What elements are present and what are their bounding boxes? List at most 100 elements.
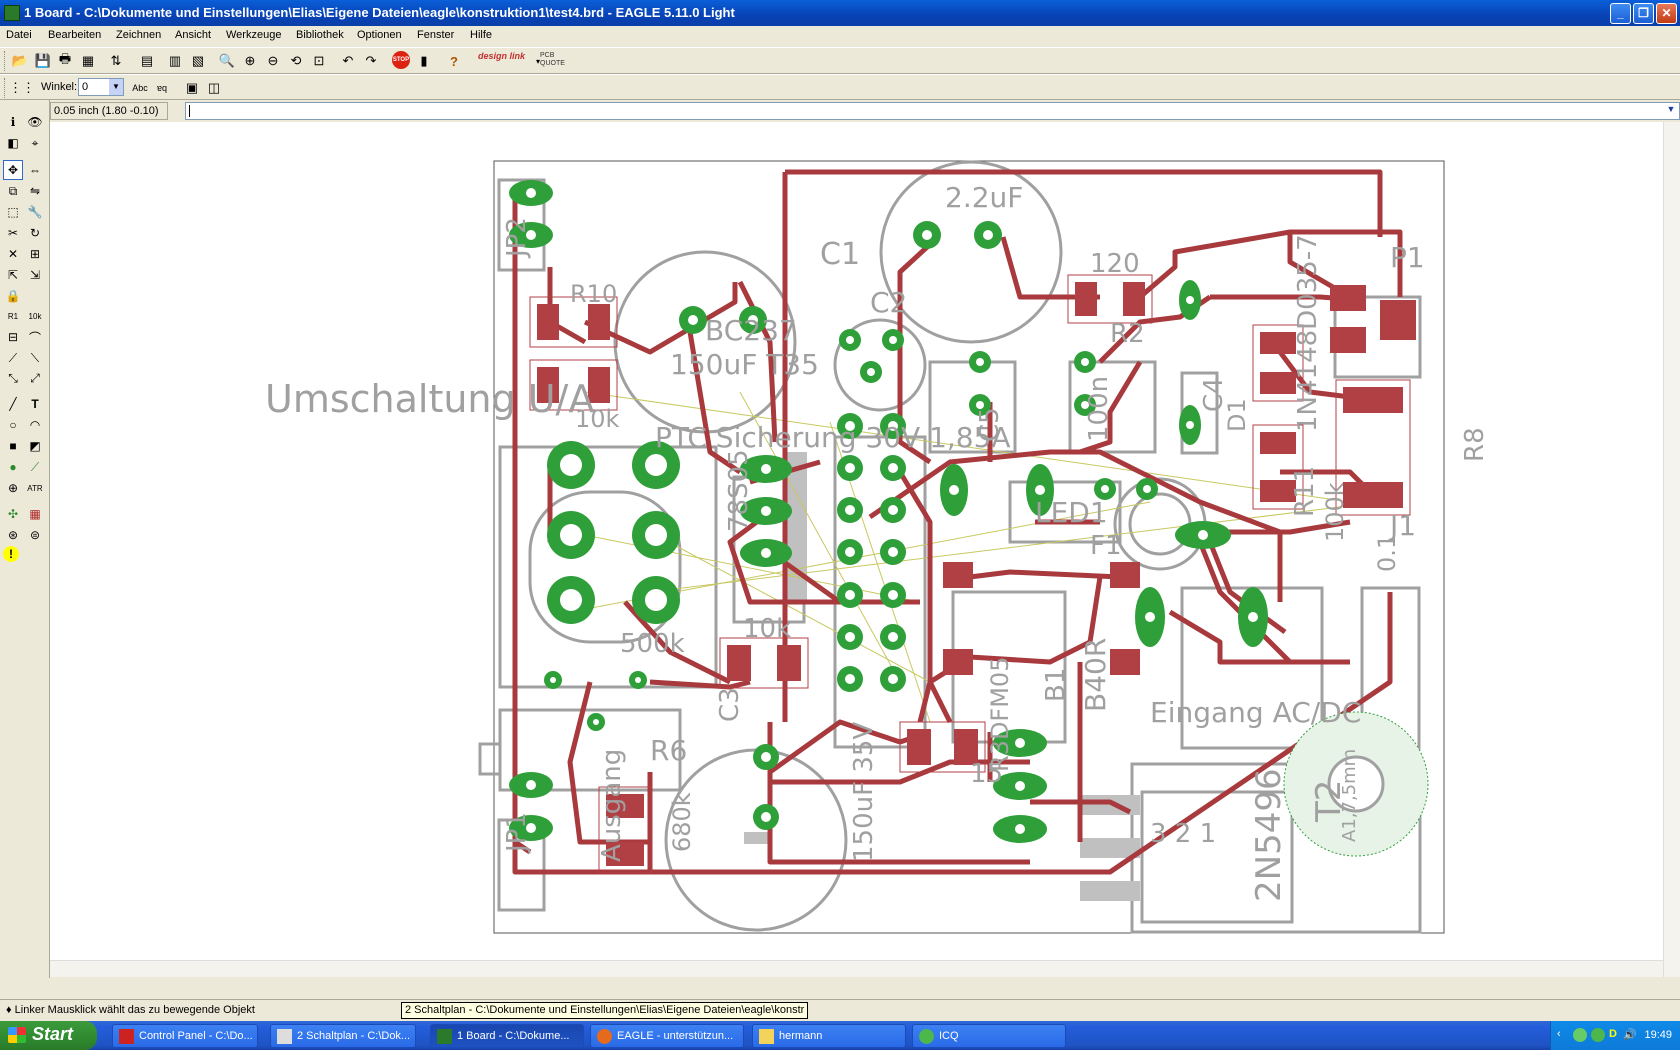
start-button[interactable]: Start bbox=[0, 1021, 97, 1050]
cam-icon[interactable]: ▦ bbox=[81, 53, 95, 68]
hole-icon[interactable]: ⊕ bbox=[7, 481, 19, 495]
route-icon[interactable]: ⟍ bbox=[30, 350, 40, 365]
menu-hilfe[interactable]: Hilfe bbox=[470, 29, 493, 41]
menu-optionen[interactable]: Optionen bbox=[357, 29, 402, 41]
group-icon[interactable]: ⬚ bbox=[7, 205, 19, 219]
maximize-button[interactable]: ❐ bbox=[1633, 3, 1654, 24]
info-icon[interactable]: ℹ bbox=[10, 115, 16, 129]
grid-icon[interactable]: ⋮⋮ bbox=[9, 80, 35, 95]
close-button[interactable]: ✕ bbox=[1656, 3, 1677, 24]
copy-icon[interactable]: ⧉ bbox=[8, 183, 18, 198]
line-icon[interactable]: ╱ bbox=[9, 397, 17, 411]
tray-icq-icon[interactable] bbox=[1591, 1028, 1605, 1042]
warning-icon[interactable]: ! bbox=[3, 546, 19, 562]
library-icon[interactable]: ▤ bbox=[140, 53, 154, 68]
lock-icon[interactable]: 🔒 bbox=[5, 289, 21, 303]
tray-expand-icon[interactable]: ‹ bbox=[1557, 1028, 1561, 1040]
display-layers-icon[interactable]: ◧ bbox=[7, 136, 19, 150]
task-firefox[interactable]: EAGLE - unterstützun... bbox=[590, 1024, 744, 1048]
board-canvas[interactable]: Umschaltung U/A C1 150uF T35 BC237 C2 2.… bbox=[50, 122, 1680, 977]
minimize-button[interactable]: _ bbox=[1610, 3, 1631, 24]
optimize-icon[interactable]: ⇲ bbox=[29, 268, 41, 282]
split-icon[interactable]: ⇱ bbox=[7, 268, 19, 282]
redraw-icon[interactable]: ⟲ bbox=[290, 53, 302, 68]
tray-d-icon[interactable]: D bbox=[1609, 1028, 1617, 1040]
board-drawing[interactable]: Umschaltung U/A C1 150uF T35 BC237 C2 2.… bbox=[50, 122, 1663, 960]
polygon-icon[interactable]: ◩ bbox=[29, 439, 41, 453]
task-icq[interactable]: ICQ bbox=[912, 1024, 1066, 1048]
text-upright-icon[interactable]: Abc bbox=[132, 83, 148, 93]
text-rotate-icon[interactable]: ɐq bbox=[156, 83, 167, 93]
move-icon[interactable]: ✥ bbox=[3, 160, 23, 180]
winkel-select[interactable]: 0 ▼ bbox=[78, 78, 124, 96]
task-schaltplan[interactable]: 2 Schaltplan - C:\Dok... bbox=[270, 1024, 416, 1048]
split-wire-icon[interactable]: ⟋ bbox=[8, 350, 18, 365]
task-hermann[interactable]: hermann bbox=[752, 1024, 906, 1048]
layer-view-icon[interactable]: ▣ bbox=[185, 80, 199, 95]
arc-icon[interactable]: ◠ bbox=[29, 418, 41, 432]
drc-icon[interactable]: ⊛ bbox=[7, 528, 19, 542]
designlink-dropdown-icon[interactable]: ▾ bbox=[535, 56, 540, 66]
open-icon[interactable]: 📂 bbox=[11, 53, 29, 68]
command-input[interactable]: ▼ bbox=[185, 102, 1680, 120]
menu-bearbeiten[interactable]: Bearbeiten bbox=[48, 29, 102, 41]
value-icon[interactable]: 10k bbox=[28, 311, 42, 321]
tray-volume-icon[interactable]: 🔊 bbox=[1623, 1029, 1637, 1041]
menu-fenster[interactable]: Fenster bbox=[417, 29, 455, 41]
paste-icon[interactable]: ✂ bbox=[7, 226, 19, 240]
redo-icon[interactable]: ↷ bbox=[365, 53, 377, 68]
chevron-down-icon[interactable]: ▼ bbox=[109, 79, 123, 95]
label-b1: B1 bbox=[1041, 668, 1071, 702]
tray-network-icon[interactable] bbox=[1573, 1028, 1587, 1042]
ratsnest-icon[interactable]: ✣ bbox=[7, 507, 19, 521]
zoom-select-icon[interactable]: ⊡ bbox=[313, 53, 325, 68]
go-icon[interactable]: ▮ bbox=[420, 53, 428, 68]
pcb-quote-button[interactable]: PCB QUOTE bbox=[540, 52, 565, 67]
horizontal-scrollbar[interactable] bbox=[50, 960, 1663, 977]
rect-icon[interactable]: ■ bbox=[9, 439, 17, 453]
zoom-out-icon[interactable]: ⊖ bbox=[267, 53, 279, 68]
circle-icon[interactable]: ○ bbox=[9, 418, 17, 432]
ripup-icon[interactable]: ⤡ bbox=[8, 370, 18, 385]
group-move-icon[interactable]: ⇔ bbox=[29, 163, 41, 177]
save-icon[interactable]: 💾 bbox=[34, 53, 52, 68]
zoom-in-icon[interactable]: ⊕ bbox=[244, 53, 256, 68]
name-icon[interactable]: R1 bbox=[7, 311, 19, 321]
stop-icon[interactable]: STOP bbox=[392, 51, 410, 69]
signal-icon[interactable]: ⟋ bbox=[30, 459, 40, 474]
text-icon[interactable]: T bbox=[31, 397, 39, 411]
undo-icon[interactable]: ↶ bbox=[342, 53, 354, 68]
print-icon[interactable]: 🖶 bbox=[58, 51, 72, 66]
ulp-icon[interactable]: ▧ bbox=[191, 53, 205, 68]
errors-icon[interactable]: ⊜ bbox=[29, 528, 41, 542]
mark-icon[interactable]: ⌖ bbox=[31, 135, 39, 150]
label-r120: 120 bbox=[1090, 249, 1140, 279]
add-icon[interactable]: ⊞ bbox=[29, 247, 41, 261]
smash-icon[interactable]: ⊟ bbox=[7, 330, 19, 344]
vertical-scrollbar[interactable] bbox=[1663, 122, 1680, 977]
menu-ansicht[interactable]: Ansicht bbox=[175, 29, 212, 41]
menu-bibliothek[interactable]: Bibliothek bbox=[296, 29, 344, 41]
task-board[interactable]: 1 Board - C:\Dokume... bbox=[430, 1024, 584, 1048]
menu-datei[interactable]: Datei bbox=[6, 29, 32, 41]
autorouter-icon[interactable]: ▦ bbox=[29, 507, 41, 521]
zoom-fit-icon[interactable]: 🔍 bbox=[218, 53, 236, 68]
split-view-icon[interactable]: ◫ bbox=[207, 80, 221, 95]
task-control-panel[interactable]: Control Panel - C:\Do... bbox=[112, 1024, 258, 1048]
script-icon[interactable]: ▥ bbox=[168, 53, 182, 68]
menu-werkzeuge[interactable]: Werkzeuge bbox=[226, 29, 282, 41]
miter-icon[interactable]: ⌒ bbox=[28, 330, 41, 345]
designlink-button[interactable]: design link bbox=[478, 51, 526, 61]
help-icon[interactable]: ? bbox=[450, 53, 458, 69]
mirror-icon[interactable]: ⇋ bbox=[29, 184, 41, 198]
switch-schematic-icon[interactable]: ⇅ bbox=[110, 53, 122, 68]
rotate-icon[interactable]: ↻ bbox=[29, 226, 41, 240]
wire-icon[interactable]: ⤢ bbox=[30, 370, 40, 385]
show-icon[interactable]: 👁 bbox=[27, 115, 43, 129]
command-history-chevron-icon[interactable]: ▼ bbox=[1666, 104, 1676, 114]
delete-icon[interactable]: ✕ bbox=[7, 247, 19, 261]
menu-zeichnen[interactable]: Zeichnen bbox=[116, 29, 162, 41]
attribute-icon[interactable]: ATR bbox=[27, 483, 43, 493]
change-icon[interactable]: 🔧 bbox=[27, 205, 43, 219]
via-icon[interactable]: ● bbox=[9, 460, 17, 474]
